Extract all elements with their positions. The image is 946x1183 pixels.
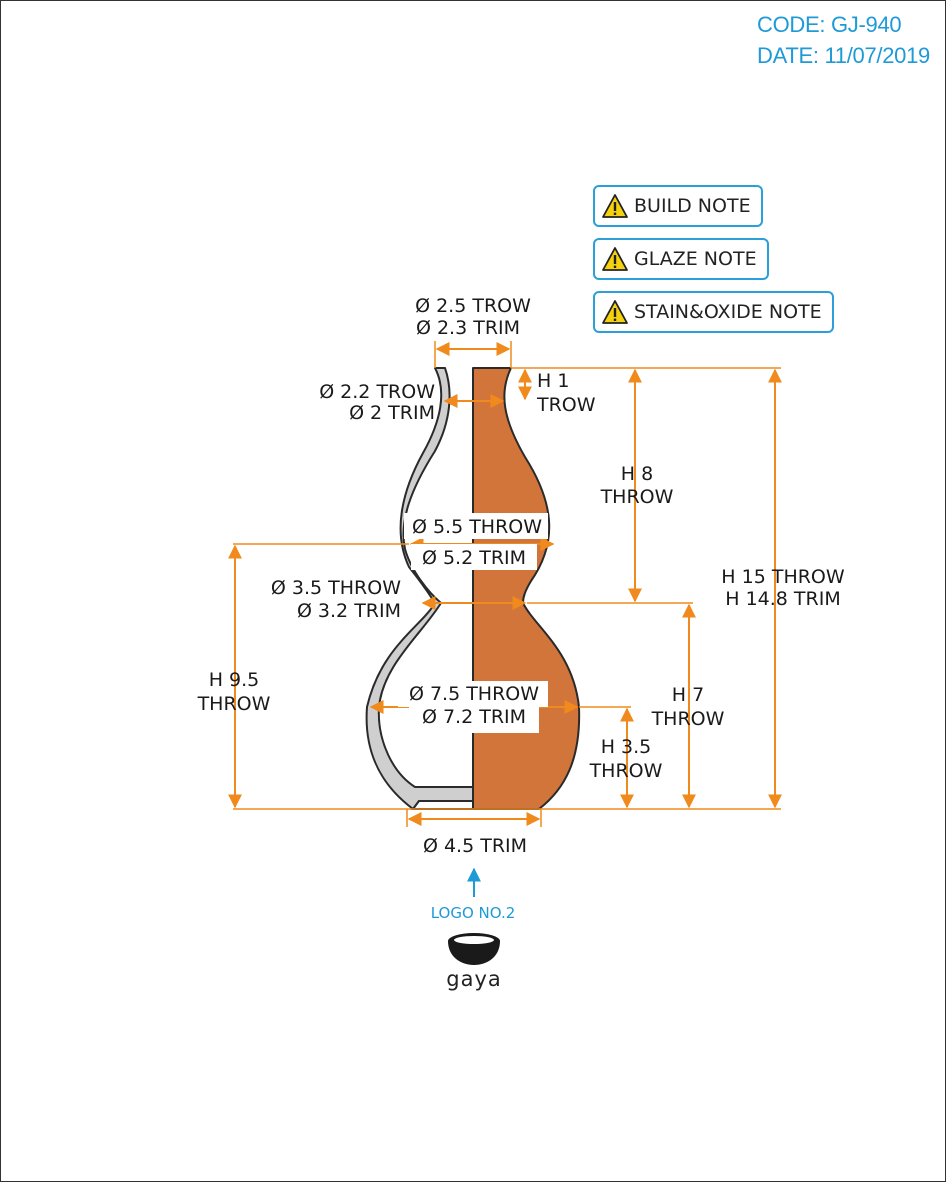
brand-name: gaya [446, 967, 502, 991]
warning-icon [602, 194, 628, 218]
lower-bulb-throw-label: Ø 7.5 THROW [409, 683, 539, 705]
lower-bulb-height-label: H 7 [672, 684, 704, 706]
waist-throw-label: Ø 3.5 THROW [271, 577, 401, 599]
extension-lines [233, 341, 781, 827]
neck-throw-label: Ø 2.2 TROW [319, 381, 435, 403]
warning-icon [602, 247, 628, 271]
gaya-bowl-logo [448, 933, 500, 965]
foot-trim-label: Ø 4.5 TRIM [423, 835, 527, 857]
header-info: CODE: GJ-940 DATE: 11/07/2019 [757, 9, 930, 71]
stain-oxide-note-button[interactable]: STAIN&OXIDE NOTE [593, 291, 834, 333]
belly-height-label: H 3.5 [601, 736, 652, 758]
foot-ring-section [411, 800, 474, 810]
belly-height-method-label: THROW [589, 760, 663, 782]
upper-height-method-label: THROW [600, 486, 674, 508]
label-backgrounds [398, 513, 548, 733]
build-note-button[interactable]: BUILD NOTE [593, 185, 763, 227]
glaze-note-button[interactable]: GLAZE NOTE [593, 238, 769, 280]
lip-trim-label: Ø 2.3 TRIM [416, 317, 520, 339]
stain-oxide-note-label: STAIN&OXIDE NOTE [634, 301, 822, 323]
lower-height-method-label: THROW [197, 693, 271, 715]
warning-icon [602, 300, 628, 324]
total-height-trim-label: H 14.8 TRIM [725, 588, 840, 610]
neck-height-method-label: TROW [536, 394, 596, 416]
lower-height-label: H 9.5 [209, 669, 260, 691]
neck-trim-label: Ø 2 TRIM [349, 402, 435, 424]
waist-trim-label: Ø 3.2 TRIM [297, 600, 401, 622]
vase-exterior [472, 367, 581, 810]
dimension-arrows [228, 342, 782, 826]
lower-bulb-height-method-label: THROW [651, 708, 725, 730]
upper-bulb-trim-label: Ø 5.2 TRIM [422, 547, 526, 569]
total-height-throw-label: H 15 THROW [721, 566, 845, 588]
lip-throw-label: Ø 2.5 TROW [415, 295, 531, 317]
glaze-note-label: GLAZE NOTE [634, 248, 757, 270]
upper-bulb-throw-label: Ø 5.5 THROW [412, 516, 542, 538]
upper-height-label: H 8 [621, 463, 653, 485]
spec-date: DATE: 11/07/2019 [757, 43, 930, 68]
product-code: CODE: GJ-940 [757, 12, 902, 37]
lower-bulb-trim-label: Ø 7.2 TRIM [422, 706, 526, 728]
logo-label: LOGO NO.2 [431, 904, 516, 922]
build-note-label: BUILD NOTE [634, 195, 751, 217]
neck-height-label: H 1 [537, 370, 569, 392]
